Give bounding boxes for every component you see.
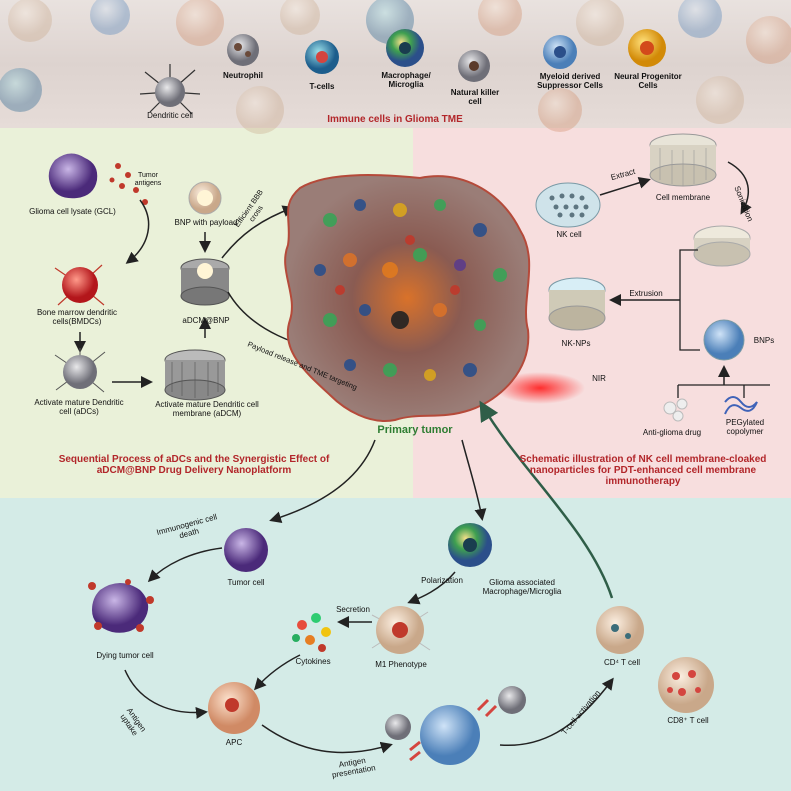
- nk-membrane-title: Schematic illustration of NK cell membra…: [519, 454, 767, 487]
- label-gam: Glioma associated Macrophage/Microglia: [482, 578, 562, 597]
- sonicated-vesicle-icon: [693, 225, 751, 267]
- apc-icon: [208, 682, 260, 734]
- top-background-cells: [0, 0, 791, 134]
- label-neural-progenitor-cells: Neural Progenitor Cells: [614, 72, 682, 91]
- arrow-tcell-to-tumor: [479, 400, 614, 599]
- t-cell-activation-cluster-icon: [385, 686, 526, 765]
- label-natural-killer-cell: Natural killer cell: [450, 88, 500, 107]
- arrow-cytokines-to-apc: [253, 654, 301, 691]
- adc-process-title: Sequential Process of aDCs and the Syner…: [58, 454, 330, 476]
- bnps-icon: [703, 319, 745, 361]
- label-bnps: BNPs: [753, 336, 775, 345]
- label-peg-copolymer: PEGylated copolymer: [725, 418, 765, 437]
- bmdc-icon: [54, 264, 105, 306]
- arrow-extract: [599, 176, 651, 196]
- arrow-antigen-uptake: [124, 669, 208, 719]
- glioma-cell-lysate-icon: [48, 153, 98, 199]
- label-macrophage-microglia: Macrophage/ Microglia: [381, 71, 431, 90]
- label-cytokines: Cytokines: [295, 657, 331, 666]
- label-cd4-t-cell: CD⁴ T cell: [603, 658, 641, 667]
- label-bnp-payload: BNP with payload: [174, 218, 238, 227]
- arrow-antigen-presentation: [261, 724, 393, 754]
- neural-progenitor-cell-icon: [628, 29, 666, 67]
- adc-icon: [54, 348, 106, 393]
- t-cell-icon: [305, 40, 339, 74]
- label-adcm: Activate mature Dendritic cell membrane …: [155, 400, 259, 419]
- adcm-icon: [164, 349, 226, 401]
- label-m1-phenotype: M1 Phenotype: [375, 660, 427, 669]
- label-dendritic-cell: Dendritic cell: [147, 111, 193, 120]
- label-adcm-bnp: aDCM@BNP: [182, 316, 230, 325]
- peg-copolymer-icon: [724, 396, 758, 415]
- m1-phenotype-icon: [371, 606, 431, 654]
- arrow-bbb-cross: [221, 205, 295, 259]
- arrow-sonication: [727, 161, 752, 215]
- label-dying-tumor-cell: Dying tumor cell: [96, 651, 154, 660]
- label-apc: APC: [225, 738, 243, 747]
- label-polarization: Polarization: [421, 576, 463, 585]
- cell-membrane-icon: [649, 133, 717, 187]
- label-nk-cell: NK cell: [556, 230, 582, 239]
- arrow-gcl-to-bmdc: [125, 199, 150, 264]
- primary-tumor-label: Primary tumor: [377, 424, 453, 436]
- tumor-antigens-icon: [109, 163, 148, 205]
- tumor-cell-icon: [224, 528, 268, 572]
- label-extrusion: Extrusion: [629, 289, 663, 298]
- macrophage-icon: [386, 29, 424, 67]
- label-cd8-t-cell: CD8⁺ T cell: [667, 716, 709, 725]
- label-anti-glioma-drug: Anti-glioma drug: [642, 428, 702, 437]
- nk-nps-icon: [548, 277, 606, 331]
- extrusion-bracket: [679, 249, 700, 351]
- label-myeloid-suppressor-cells: Myeloid derived Suppressor Cells: [537, 72, 603, 91]
- label-nk-nps: NK-NPs: [561, 339, 591, 348]
- nk-cell-dish-icon: [535, 182, 601, 228]
- label-secretion: Secretion: [336, 605, 370, 614]
- immune-cells-title: Immune cells in Glioma TME: [327, 114, 463, 125]
- bnp-payload-icon: [188, 181, 222, 215]
- label-gcl: Glioma cell lysate (GCL): [29, 207, 116, 216]
- primary-tumor-icon: [284, 174, 531, 422]
- dying-tumor-cell-icon: [88, 579, 154, 633]
- cd8-t-cell-icon: [658, 657, 714, 713]
- dendritic-cell-icon: [139, 64, 201, 115]
- label-nir: NIR: [592, 374, 606, 383]
- label-tumor-cell: Tumor cell: [227, 578, 265, 587]
- label-t-cells: T-cells: [309, 82, 335, 91]
- arrow-polarization: [407, 571, 456, 605]
- cd4-t-cell-icon: [596, 606, 644, 654]
- neutrophil-icon: [227, 34, 259, 66]
- arrow-t-cell-activation: [499, 677, 614, 747]
- myeloid-suppressor-cell-icon: [543, 35, 577, 69]
- adcm-bnp-icon: [180, 258, 230, 306]
- gam-icon: [448, 523, 492, 567]
- label-neutrophil: Neutrophil: [223, 71, 263, 80]
- label-tumor-antigens: Tumor antigens: [134, 172, 162, 188]
- anti-glioma-drug-icon: [663, 398, 688, 422]
- arrow-tumor-to-gam: [461, 439, 487, 521]
- label-cell-membrane: Cell membrane: [655, 193, 711, 202]
- arrow-tumor-to-tumor-cell: [269, 439, 376, 524]
- label-adcs: Activate mature Dendritic cell (aDCs): [34, 398, 124, 417]
- cytokines-icon: [292, 613, 331, 652]
- natural-killer-cell-icon: [458, 50, 490, 82]
- arrow-icd: [147, 547, 223, 583]
- label-bmdcs: Bone marrow dendritic cells(BMDCs): [36, 308, 118, 327]
- nir-beam-icon: [495, 372, 585, 404]
